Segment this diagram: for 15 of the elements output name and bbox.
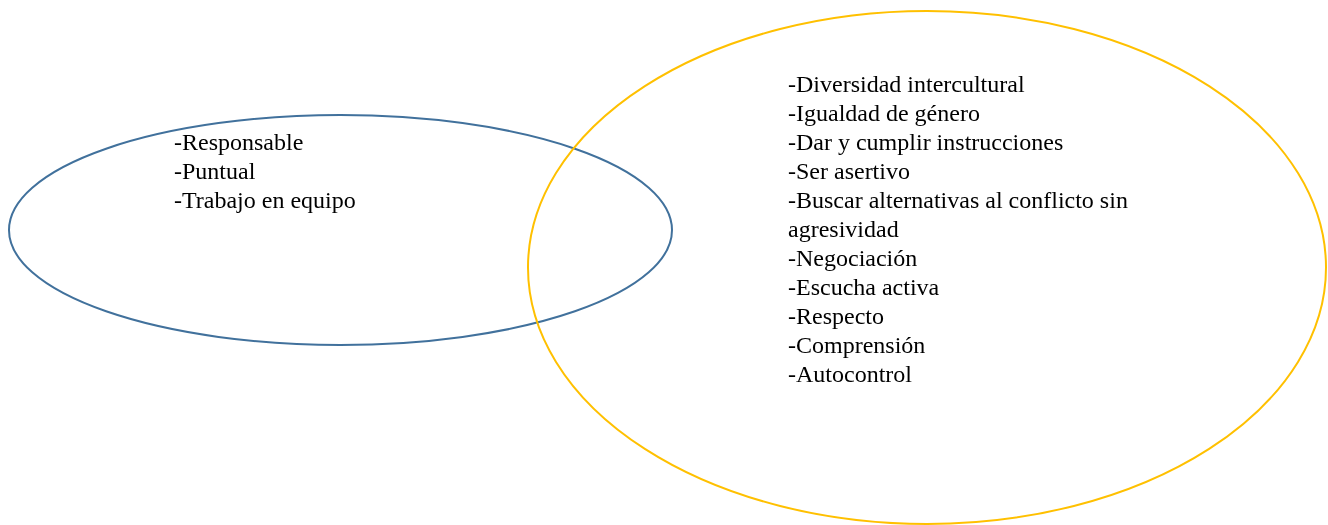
list-item: -Respecto — [788, 302, 885, 331]
list-item: -Diversidad intercultural — [788, 70, 1026, 99]
list-item: -Negociación — [788, 244, 919, 273]
list-item: -Autocontrol — [788, 360, 913, 389]
list-item: -Puntual — [174, 157, 257, 186]
list-item: -Escucha activa — [788, 273, 941, 302]
list-item: -Dar y cumplir instrucciones — [788, 128, 1065, 157]
ellipse — [8, 114, 673, 346]
list-item: -Ser asertivo — [788, 157, 911, 186]
list-item: -Trabajo en equipo — [174, 186, 357, 215]
ellipse — [527, 10, 1327, 525]
list-item: -Igualdad de género — [788, 99, 981, 128]
list-item: -Comprensión — [788, 331, 927, 360]
list-item: -Buscar alternativas al conflicto sin agresividad — [788, 186, 1129, 244]
list-item: -Responsable — [174, 128, 305, 157]
